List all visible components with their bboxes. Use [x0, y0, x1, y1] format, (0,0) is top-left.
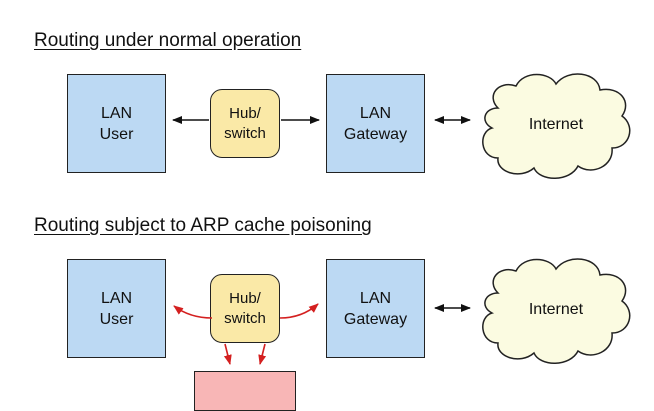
- arrows-layer: [172, 116, 471, 365]
- internet-label: Internet: [528, 116, 584, 133]
- hub-switch-node-poisoned: Hub/ switch: [210, 274, 280, 343]
- arrow-poison-down-right: [258, 343, 267, 365]
- lan-gateway-node: LAN Gateway: [326, 74, 425, 173]
- lan-user-node: LAN User: [67, 74, 166, 173]
- lan-gateway-node-poisoned: LAN Gateway: [326, 259, 425, 358]
- internet-label: Internet: [528, 301, 584, 318]
- section-title-normal: Routing under normal operation: [34, 30, 302, 51]
- lan-user-node-poisoned: LAN User: [67, 259, 166, 358]
- cloud-shape: [482, 258, 631, 364]
- internet-cloud: Internet: [476, 66, 636, 184]
- cloud-shape: [482, 73, 631, 179]
- arrow-poison-to-user: [173, 305, 213, 319]
- arrow-poison-to-gateway: [279, 303, 319, 319]
- arrow-poison-down-left: [223, 343, 232, 365]
- internet-cloud-poisoned: Internet: [476, 251, 636, 369]
- hub-switch-node: Hub/ switch: [210, 89, 280, 158]
- section-title-poisoning: Routing subject to ARP cache poisoning: [34, 215, 372, 236]
